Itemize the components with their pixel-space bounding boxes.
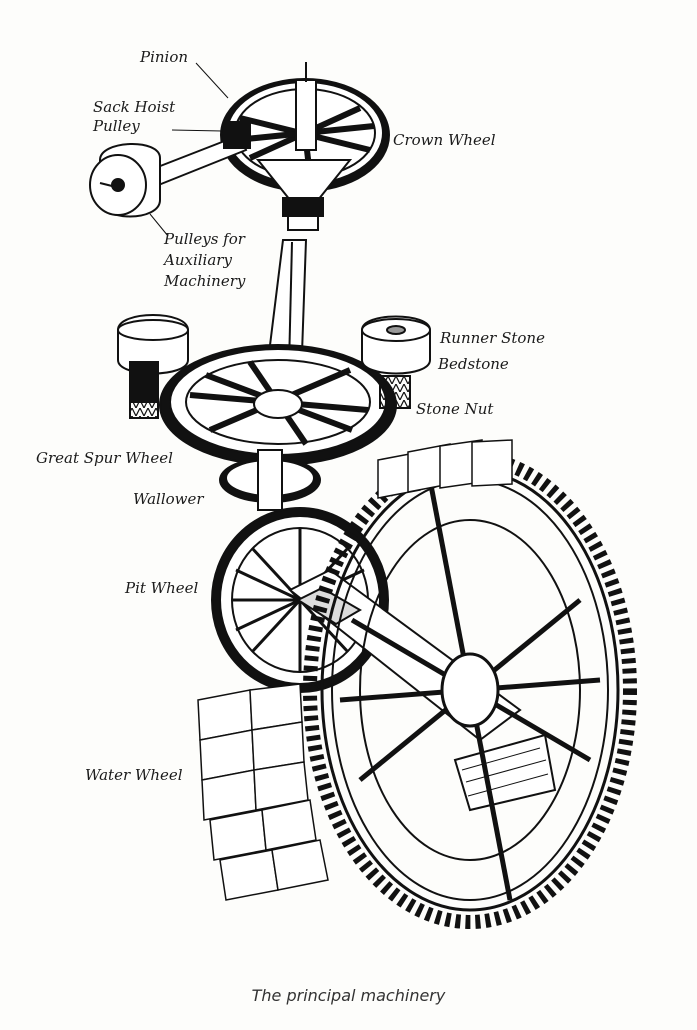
runner-stone-label: Runner Stone — [440, 329, 545, 347]
great-spur-wheel-label: Great Spur Wheel — [36, 449, 173, 467]
millstones-right — [361, 315, 431, 409]
water-wheel-axle — [288, 568, 557, 812]
pulleys-auxiliary-label-line2: Auxiliary — [164, 251, 232, 269]
crown-wheel-label: Crown Wheel — [393, 131, 496, 149]
wallower-label: Wallower — [133, 490, 204, 508]
pit-wheel-label: Pit Wheel — [125, 579, 199, 597]
crown-wheel — [220, 62, 390, 231]
millstones-left — [117, 314, 189, 419]
stone-nut-label: Stone Nut — [416, 400, 494, 418]
wallower — [219, 449, 321, 511]
pinion-label: Pinion — [140, 48, 189, 66]
sack-hoist-pulley — [89, 121, 251, 218]
pulleys-auxiliary-label-line3: Machinery — [164, 272, 246, 290]
great-spur-wheel — [159, 344, 397, 466]
pulleys-auxiliary-label-line1: Pulleys for — [164, 230, 245, 248]
water-wheel-label: Water Wheel — [85, 766, 183, 784]
water-wheel — [197, 439, 637, 929]
sack-hoist-label-line2: Pulley — [93, 117, 140, 135]
sack-hoist-label-line1: Sack Hoist — [93, 98, 176, 116]
bedstone-label: Bedstone — [438, 355, 509, 373]
figure-caption: The principal machinery — [251, 986, 446, 1005]
leader-lines — [149, 62, 229, 237]
